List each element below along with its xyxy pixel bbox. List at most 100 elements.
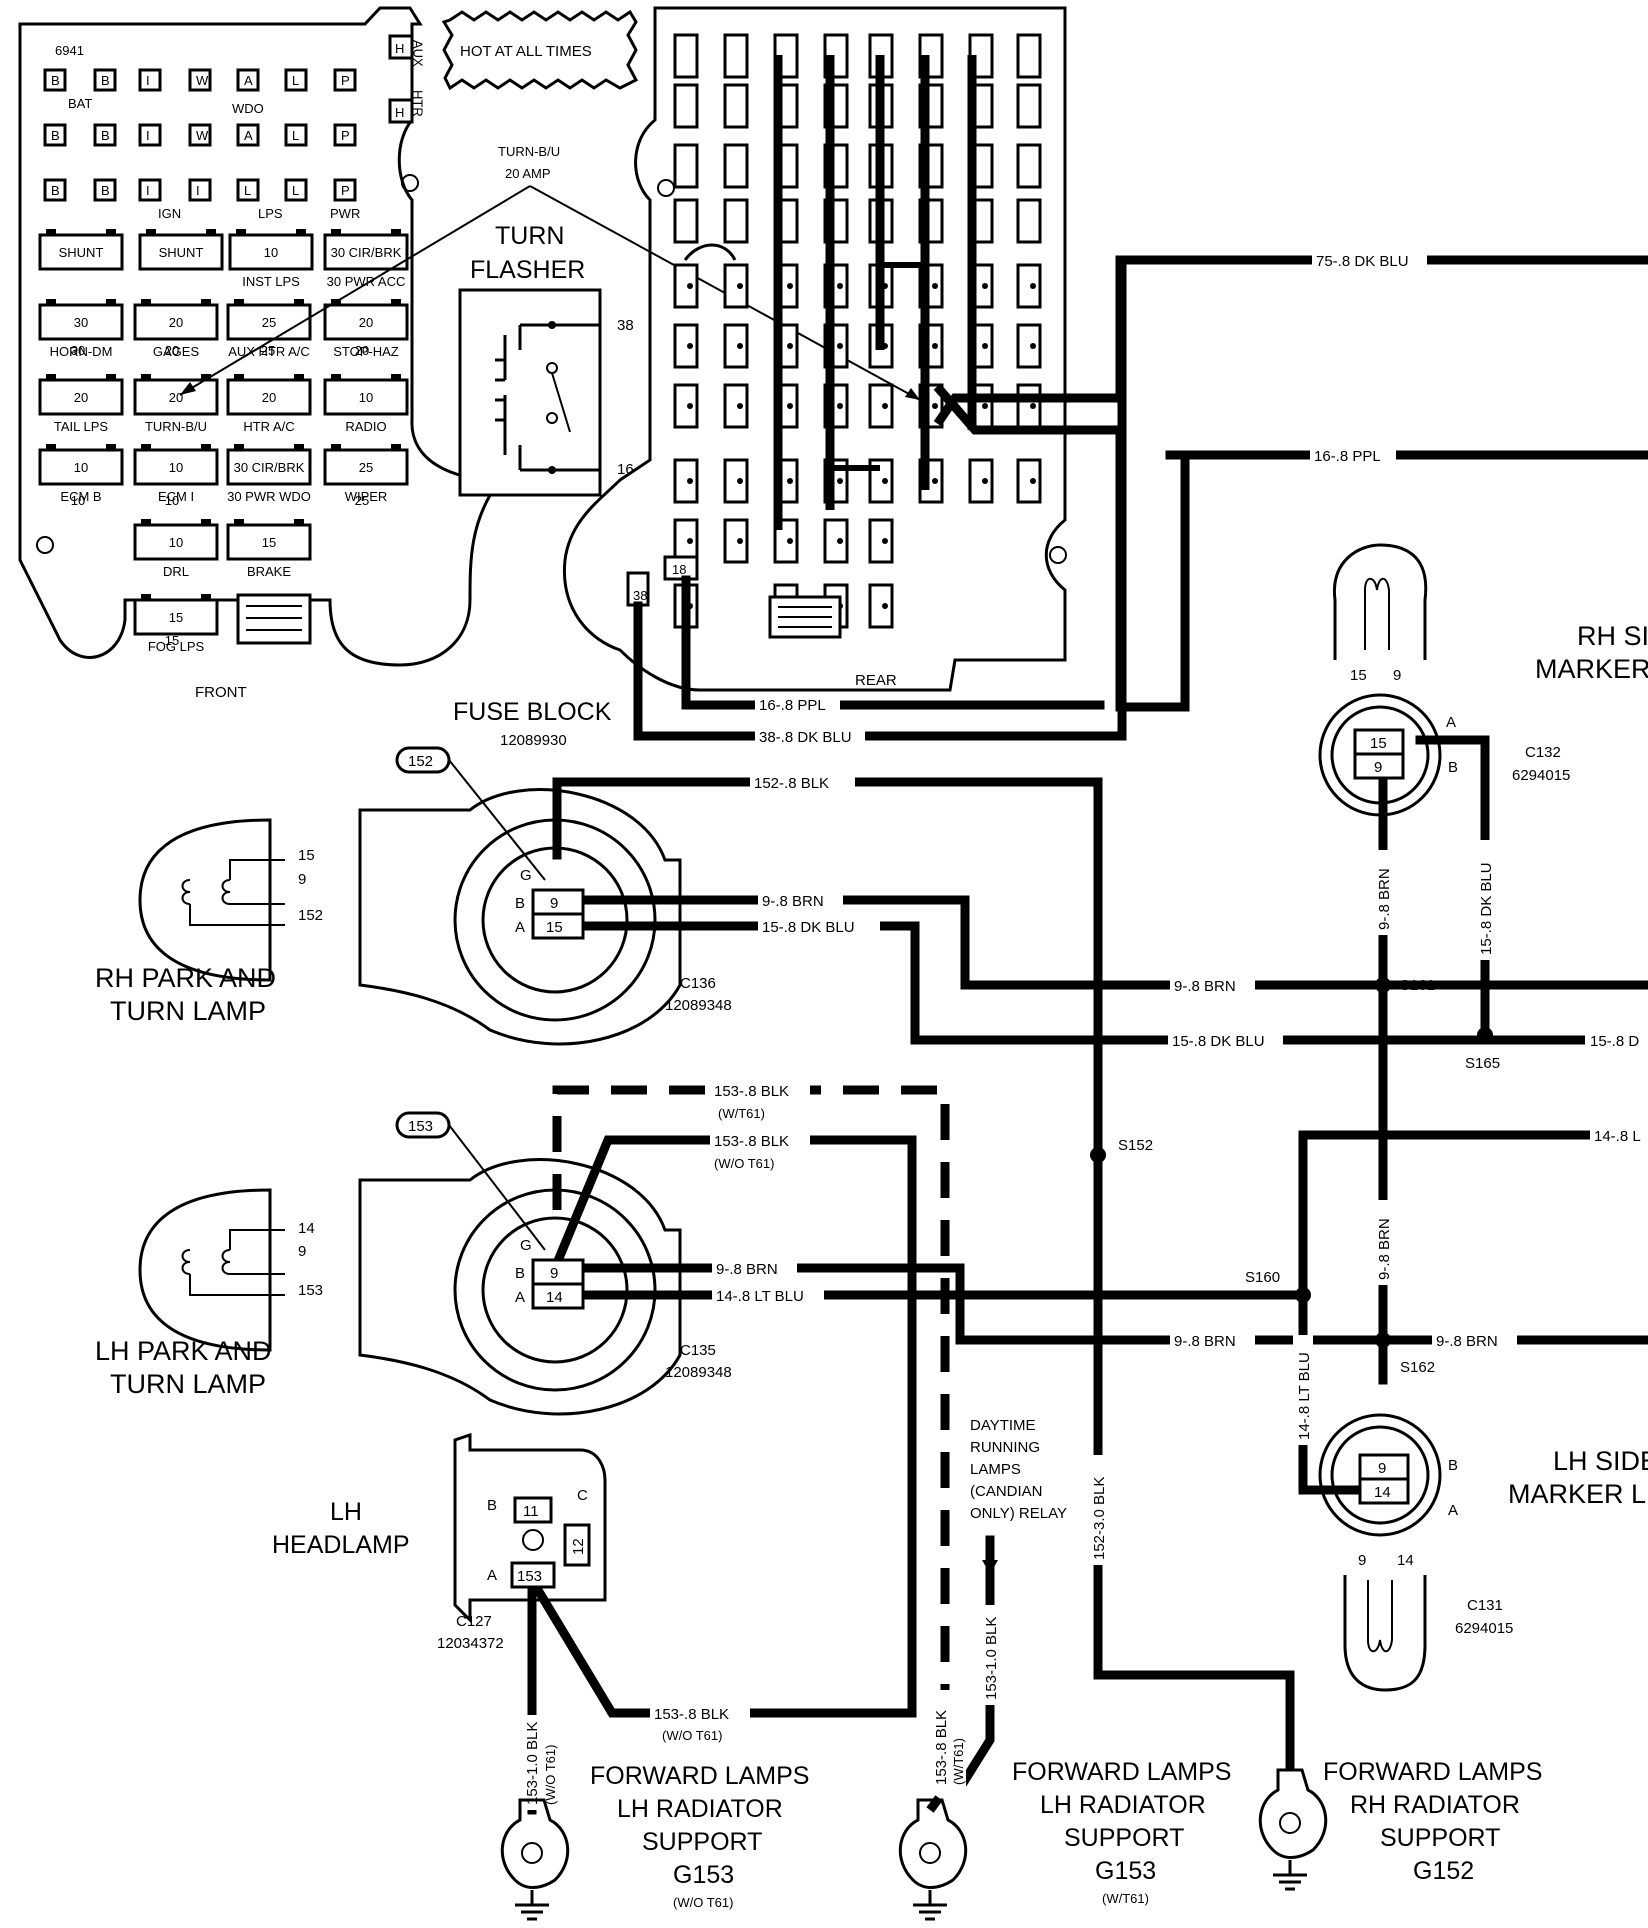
fuse-under-value-1: 30 [71,343,85,358]
drl-relay-note: DAYTIME RUNNING LAMPS (CANDIAN ONLY) REL… [970,1417,1067,1574]
wire-9-s162-left-label: 9-.8 BRN [1174,1333,1236,1350]
wire-9-vert-top-label: 9-.8 BRN [1376,868,1393,930]
rear-terminals: 38 18 [626,555,699,607]
lh-park-turn-lamp: 14 9 153 LH PARK AND TURN LAMP 9 14 G B … [95,1111,732,1416]
fuse-7-value: 25 [262,315,276,330]
fuse-1-value: SHUNT [59,245,104,260]
wire-153-wot61-label: 153-.8 BLK [714,1133,789,1150]
hot-at-all-times-banner: HOT AT ALL TIMES [441,9,639,91]
c136-cavity-b: B [515,895,525,912]
wire-153-bottom-sub: (W/O T61) [662,1728,722,1743]
relay-letter-1-5: A [244,73,253,88]
wire-labels: 75-.8 DK BLU 16-.8 PPL 16-.8 PPL 38-.8 D… [650,250,1648,1743]
c127-value-153: 153 [517,1568,542,1585]
c135-cavity-g: G [520,1237,532,1254]
wire-152-30-label: 152-3.0 BLK [1091,1477,1108,1560]
drl-line2: RUNNING [970,1439,1040,1456]
rh-park-pin-9: 9 [298,871,306,888]
lh-side-name1: LH SIDE [1553,1446,1648,1476]
splice-points: S161 S165 S152 S160 S162 [1090,977,1500,1376]
c136-label: C136 [680,975,716,992]
splice-s165 [1477,1027,1493,1043]
c127-cavity-a: A [487,1567,497,1584]
splice-s152 [1090,1147,1106,1163]
turn-flasher-title1: TURN [495,222,564,250]
rh-side-marker: 15 9 15 9 A B C132 6294015 RH SI MARKER [1318,543,1648,817]
wire-153-wt61-label: 153-.8 BLK [714,1083,789,1100]
relay-letter-2-7: P [341,128,350,143]
fuse-10-value: 20 [169,390,183,405]
wire-9-rh-label: 9-.8 BRN [762,893,824,910]
drl-line4: (CANDIAN [970,1483,1043,1500]
ground-g153-wot61: FORWARD LAMPS LH RADIATOR SUPPORT G153 (… [500,1762,809,1921]
relay-letter-3-5: L [244,183,251,198]
fuse-17-label: DRL [163,564,189,579]
fuse-13-value: 10 [74,460,88,475]
fuse-19-value: 15 [169,610,183,625]
c135-cavity-14: 14 [546,1289,563,1306]
fuse-3-value: 10 [264,245,278,260]
relay-letter-1-1: B [51,73,60,88]
splice-s152-label: S152 [1118,1137,1153,1154]
lh-park-callout-153: 153 [408,1118,433,1135]
front-label: FRONT [195,684,247,701]
c132-cavity-15: 15 [1370,735,1387,752]
turn-bu-callout-line2: 20 AMP [505,166,551,181]
wire-9-s162-right-label: 9-.8 BRN [1436,1333,1498,1350]
c136-part: 12089348 [665,997,732,1014]
wire-14-right-label: 14-.8 L [1594,1128,1641,1145]
lh-headlamp: LH HEADLAMP B C A 11 12 153 C127 1203437… [272,1432,607,1652]
fuse-12-label: RADIO [345,419,386,434]
wdo-label: WDO [232,101,264,116]
splice-s162-label: S162 [1400,1359,1435,1376]
g152-line3: SUPPORT [1380,1824,1500,1852]
c127-value-12: 12 [570,1538,587,1555]
c131-cavity-b: B [1448,1457,1458,1474]
wire-15-rh-label: 15-.8 DK BLU [762,919,855,936]
lh-park-pin-14: 14 [298,1220,315,1237]
fuse-15-value: 30 CIR/BRK [234,460,305,475]
fuse-6-value: 20 [169,315,183,330]
lh-side-name2: MARKER L [1508,1479,1646,1509]
fuse-5-value: 30 [74,315,88,330]
wire-153-wt61-sub: (W/T61) [718,1106,765,1121]
fuse-18-value: 15 [262,535,276,550]
fuse-8-value: 20 [359,315,373,330]
wire-153-wot61-sub: (W/O T61) [714,1156,774,1171]
wire-16-block-label: 16-.8 PPL [759,697,826,714]
lh-park-pin-153: 153 [298,1282,323,1299]
g153b-line2: LH RADIATOR [1040,1791,1206,1819]
c135-cavity-a: A [515,1289,525,1306]
drl-line1: DAYTIME [970,1417,1036,1434]
fuse-13-label: ECM B [60,489,101,504]
relay-letter-1-7: P [341,73,350,88]
splice-s165-label: S165 [1465,1055,1500,1072]
wire-153-8-wt61-label: 153-.8 BLK [933,1710,950,1785]
fuse-block: 6941 FRONT REAR FUSE BLOCK 12089930 [18,6,1067,749]
wire-152-label: 152-.8 BLK [754,775,829,792]
aux-h-letter: H [395,41,404,56]
fuse-9-value: 20 [74,390,88,405]
c131-cavity-9: 9 [1378,1460,1386,1477]
rh-park-name-line2: TURN LAMP [110,996,266,1026]
c132-cavity-a: A [1446,714,1456,731]
fuse-2-value: SHUNT [159,245,204,260]
lh-side-pin-9: 9 [1358,1552,1366,1569]
ground-g153-wt61: FORWARD LAMPS LH RADIATOR SUPPORT G153 (… [898,1758,1231,1921]
vertical-wire-labels: 9-.8 BRN 15-.8 DK BLU 9-.8 BRN 14-.8 LT … [520,840,1495,1810]
rear-term-38: 38 [633,588,647,603]
htr-label: HTR [411,90,426,117]
g153a-line2: LH RADIATOR [617,1795,783,1823]
relay-letter-1-4: W [196,73,209,88]
